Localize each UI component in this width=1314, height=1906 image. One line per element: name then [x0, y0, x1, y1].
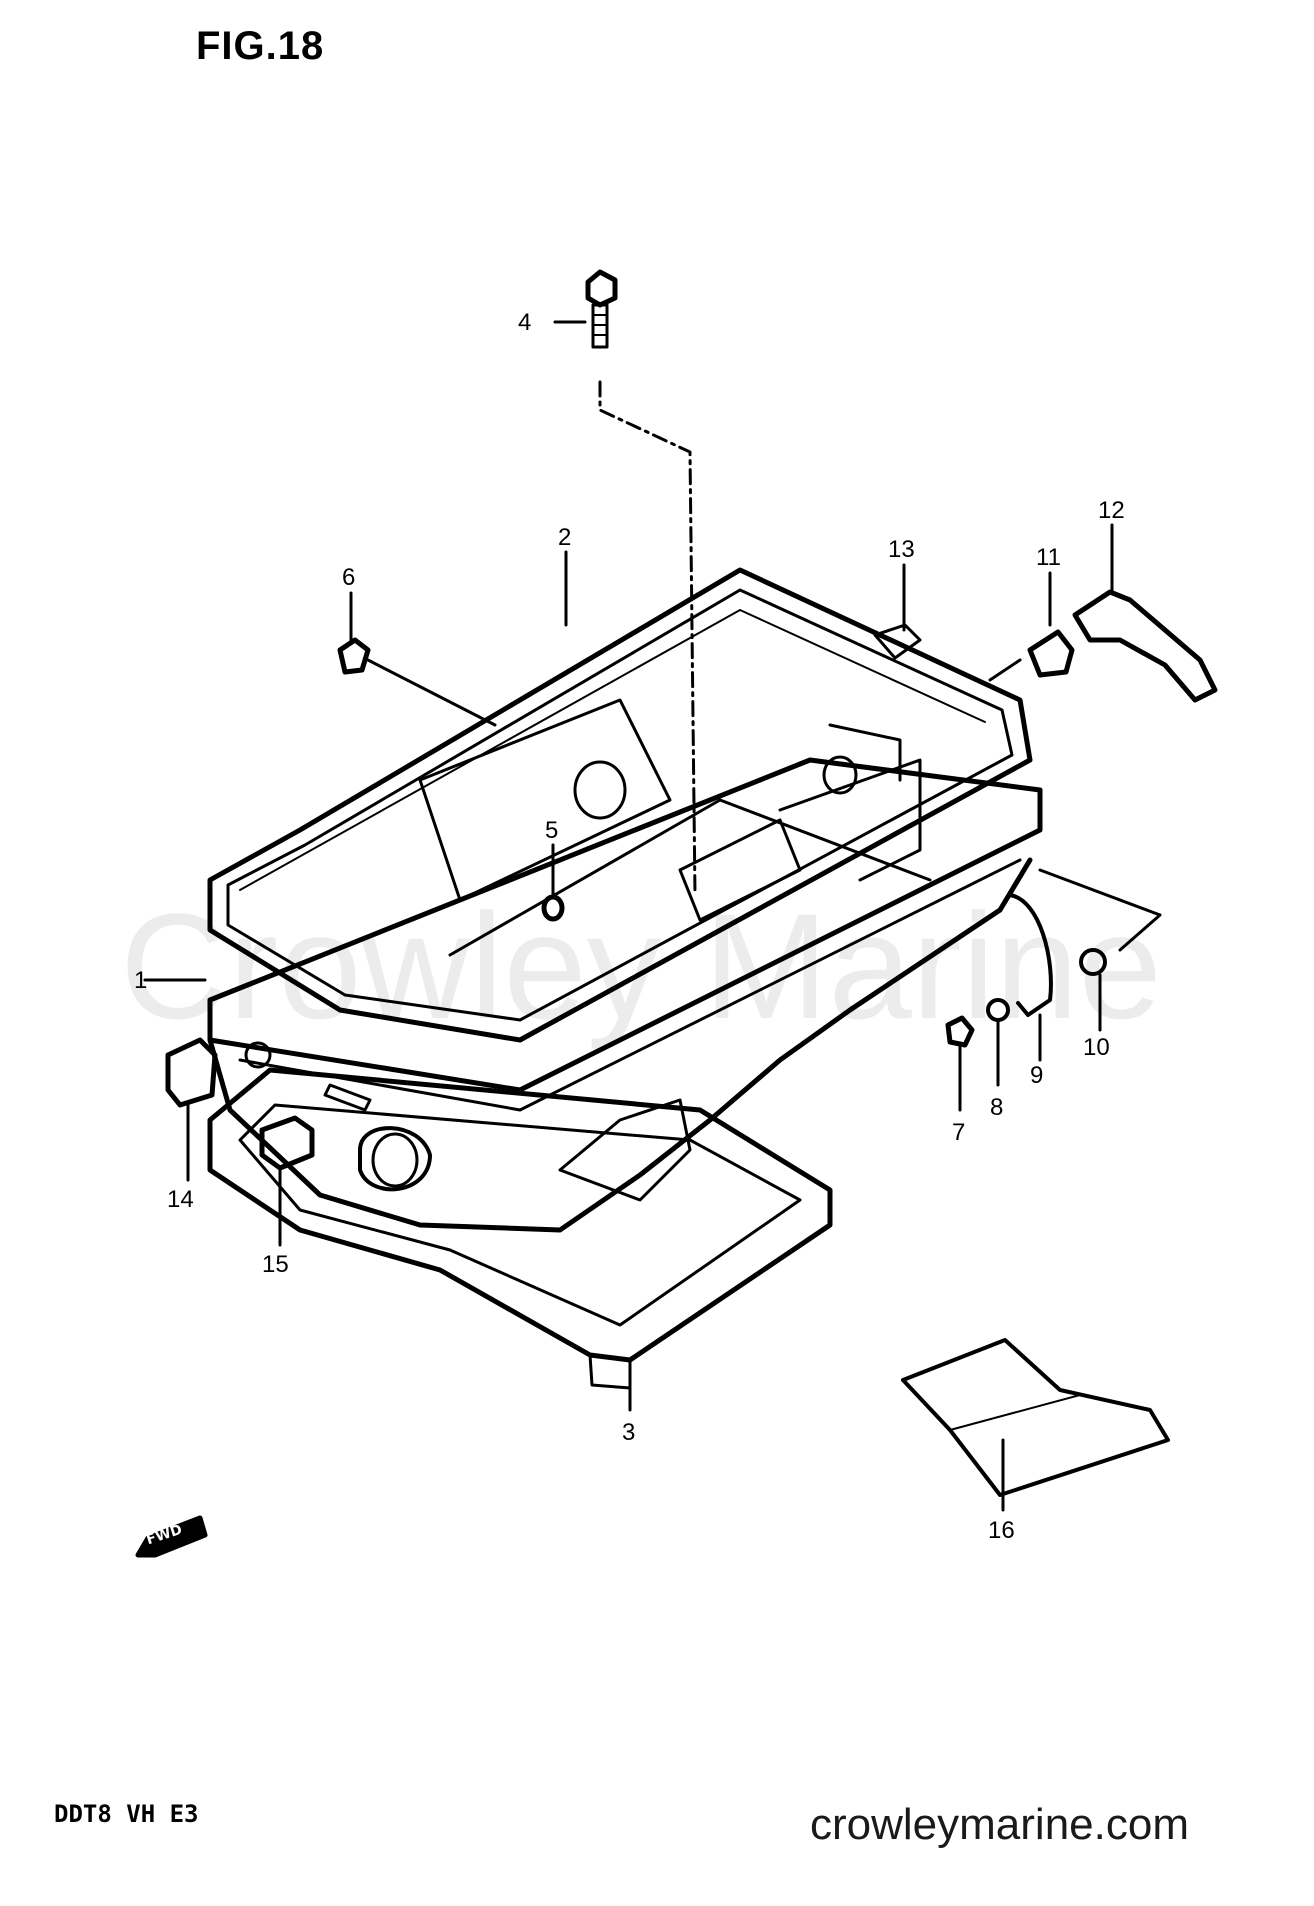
- washer-8: [986, 998, 1010, 1022]
- grommet: [541, 894, 565, 922]
- callout-15: 15: [262, 1251, 289, 1278]
- callout-7: 7: [952, 1119, 965, 1146]
- clip-15: [259, 1115, 315, 1171]
- gasket-ring: [207, 567, 1033, 1043]
- figure-title: FIG.18: [196, 24, 325, 68]
- callout-1: 1: [134, 967, 147, 994]
- callout-8: 8: [990, 1094, 1003, 1121]
- callout-16: 16: [988, 1517, 1015, 1544]
- bolt: [585, 269, 618, 349]
- callout-10: 10: [1083, 1034, 1110, 1061]
- callout-12: 12: [1098, 497, 1125, 524]
- callout-14: 14: [167, 1186, 194, 1213]
- mount-bracket: [873, 623, 922, 660]
- lower-pan: [207, 757, 1043, 1233]
- source-site: crowleymarine.com: [810, 1800, 1189, 1849]
- callout-13: 13: [888, 536, 915, 563]
- lever-handle: [1072, 589, 1218, 703]
- callout-5: 5: [545, 817, 558, 844]
- callout-11: 11: [1036, 544, 1061, 571]
- leader-lines: [143, 320, 1162, 1512]
- callouts: 1 2 3 4 5 6 7 8 9 10 11 12 13 14 15 16: [134, 309, 1125, 1544]
- callout-2: 2: [558, 524, 571, 551]
- wire-lead: [1008, 893, 1053, 1017]
- model-code: DDT8 VH E3: [54, 1800, 199, 1828]
- washer-10: [1079, 948, 1107, 976]
- cover-pouch: [901, 1338, 1170, 1497]
- screw: [945, 1015, 975, 1048]
- callout-6: 6: [342, 564, 355, 591]
- inner-pan-details: [418, 698, 932, 957]
- bottom-plate: [207, 1067, 833, 1390]
- fwd-arrow: [135, 1515, 208, 1558]
- bushing: [1027, 629, 1075, 678]
- callout-4: 4: [518, 309, 531, 336]
- callout-9: 9: [1030, 1062, 1043, 1089]
- clip-14: [165, 1037, 218, 1108]
- cap-plug: [337, 637, 371, 675]
- callout-3: 3: [622, 1419, 635, 1446]
